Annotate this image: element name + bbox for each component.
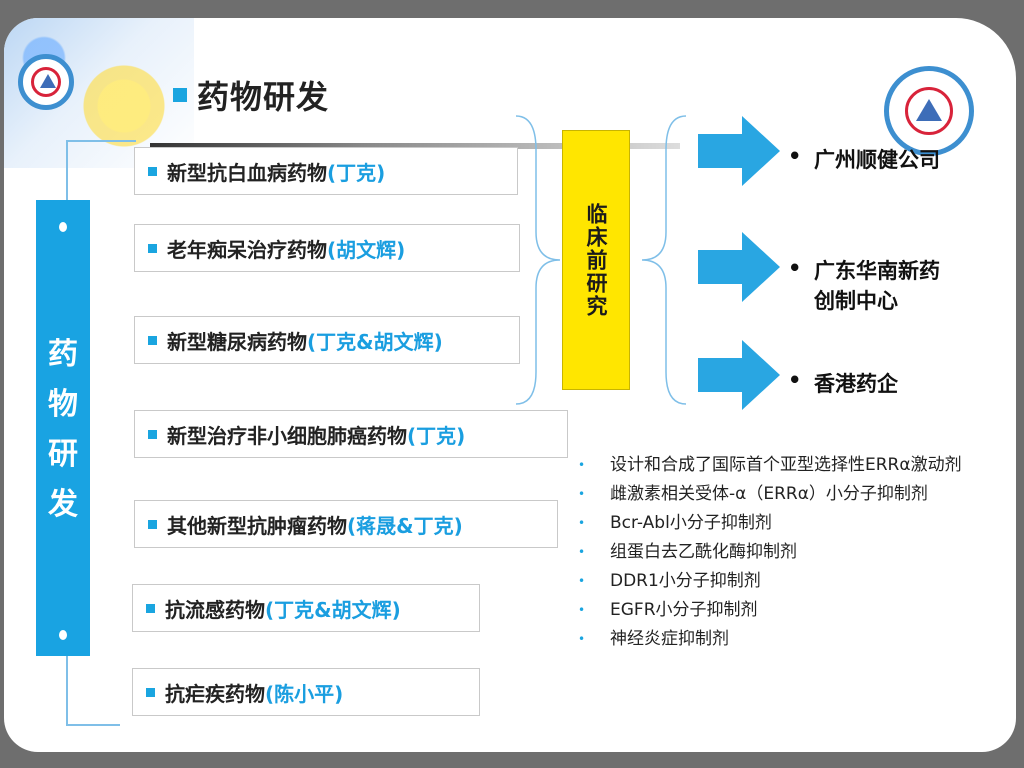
side-connector-bottom [66, 656, 68, 726]
target-item: •香港药企 [788, 368, 898, 396]
title-row: 药物研发 [173, 72, 329, 118]
drugs-to-preclinical-brace [515, 115, 561, 405]
drug-item: 抗流感药物(丁克&胡文辉) [132, 584, 480, 632]
drug-bullet-icon [146, 603, 155, 613]
drug-item: 新型抗白血病药物(丁克) [134, 147, 518, 195]
institute-logo-icon [18, 54, 74, 110]
preclinical-box: 临床前研究 [562, 130, 630, 390]
institute-logo-icon [884, 66, 974, 156]
right-arrow-icon [698, 232, 780, 302]
project-list: •设计和合成了国际首个亚型选择性ERRα激动剂 •雌激素相关受体-α（ERRα）… [578, 456, 1018, 659]
title-divider [150, 143, 680, 149]
page-title: 药物研发 [197, 78, 330, 116]
target-item: •广东华南新药创制中心 [788, 256, 940, 313]
project-item: •设计和合成了国际首个亚型选择性ERRα激动剂 [578, 455, 962, 475]
drug-bullet-icon [148, 335, 157, 345]
side-label: 药 物 研 发 [48, 337, 78, 522]
preclinical-label: 临床前研究 [584, 202, 608, 318]
project-item: •EGFR小分子抑制剂 [578, 600, 758, 620]
drug-bullet-icon [148, 243, 157, 253]
side-connector-foot [66, 724, 120, 726]
side-connector-top [66, 140, 68, 202]
target-item: •广州顺健公司 [788, 144, 940, 172]
title-bullet-icon [173, 88, 187, 102]
project-item: •组蛋白去乙酰化酶抑制剂 [578, 542, 797, 562]
side-label-bar [36, 200, 90, 656]
right-arrow-icon [698, 116, 780, 186]
project-item: •DDR1小分子抑制剂 [578, 571, 761, 591]
drug-item: 其他新型抗肿瘤药物(蒋晟&丁克) [134, 500, 558, 548]
side-connector-head [66, 140, 136, 142]
side-dot-bottom [59, 630, 67, 640]
drug-bullet-icon [148, 429, 157, 439]
project-item: •雌激素相关受体-α（ERRα）小分子抑制剂 [578, 484, 928, 504]
drug-bullet-icon [148, 166, 157, 176]
drug-bullet-icon [148, 519, 157, 529]
drug-item: 新型糖尿病药物(丁克&胡文辉) [134, 316, 520, 364]
project-item: •神经炎症抑制剂 [578, 629, 729, 649]
drug-item: 新型治疗非小细胞肺癌药物(丁克) [134, 410, 568, 458]
drug-item: 老年痴呆治疗药物(胡文辉) [134, 224, 520, 272]
drug-item: 抗疟疾药物(陈小平) [132, 668, 480, 716]
project-item: •Bcr-Abl小分子抑制剂 [578, 513, 772, 533]
side-dot-top [59, 222, 67, 232]
drug-bullet-icon [146, 687, 155, 697]
preclinical-to-targets-brace [641, 115, 687, 405]
right-arrow-icon [698, 340, 780, 410]
